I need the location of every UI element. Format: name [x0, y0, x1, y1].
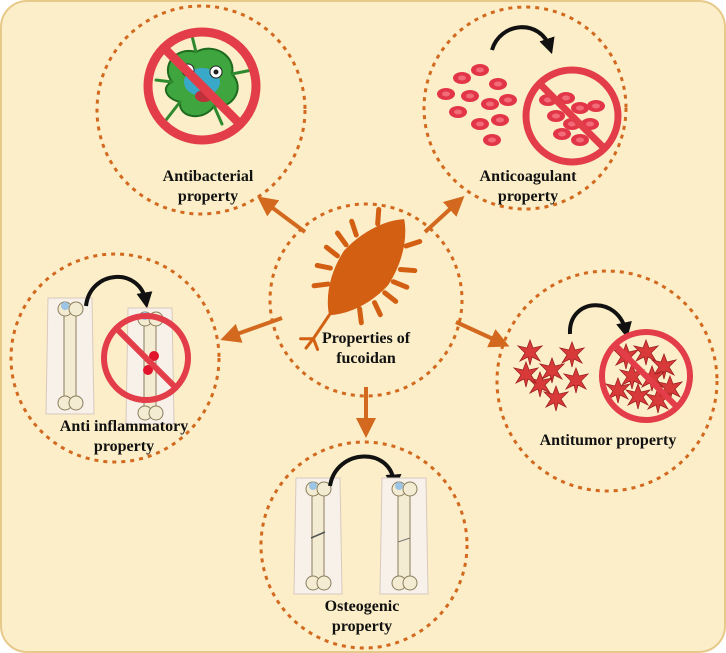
anticoagulant-label-line2: property: [498, 188, 558, 205]
prohibit-slash: [160, 44, 244, 128]
anticoagulant-label-line1: Anticoagulant: [480, 168, 578, 185]
curved-arrow-icon: [490, 25, 555, 55]
injured-bone-prohibited-icon: [45, 275, 191, 425]
anti-inflammatory-label-line1: Anti inflammatory: [60, 418, 188, 435]
antibacterial-circle: [95, 4, 307, 216]
antibacterial-label-line1: Antibacterial: [163, 168, 254, 185]
osteogenic-label-line2: property: [332, 618, 392, 635]
healed-bone-icon: [379, 477, 429, 595]
prohibit-circle: [143, 27, 261, 145]
leg-bone-icon: [45, 297, 95, 415]
antitumor-label: Antitumor property: [540, 432, 677, 449]
prohibit-slash: [537, 81, 607, 151]
anti-inflammatory-label-line2: property: [94, 438, 154, 455]
bacteria-prohibited-icon: [143, 27, 261, 145]
arrow-to-antibacterial: [257, 196, 307, 234]
osteogenic-circle: [259, 440, 469, 650]
anticoagulant-circle: [422, 5, 628, 211]
bone-healing-icon: [293, 454, 429, 595]
prohibit-circle: [599, 329, 693, 423]
prohibit-slash: [611, 341, 681, 411]
fractured-bone-icon: [293, 477, 343, 595]
center-label-line2: fucoidan: [336, 350, 396, 367]
prohibit-circle: [522, 66, 622, 166]
injured-bone-icon: [125, 307, 175, 425]
arrow-to-antitumor: [455, 320, 510, 348]
anti-inflammatory-circle: [9, 252, 221, 464]
dashed-circles: [9, 4, 719, 650]
blood-cells-prohibited-icon: [437, 25, 622, 166]
antitumor-circle: [495, 269, 719, 493]
osteogenic-label-line1: Osteogenic: [325, 598, 400, 615]
prohibit-slash: [113, 325, 179, 391]
curved-arrow-icon: [328, 454, 402, 491]
antibacterial-label-line2: property: [178, 188, 238, 205]
prohibit-circle: [101, 313, 191, 403]
arrow-to-anticoagulant: [423, 195, 465, 234]
curved-arrow-icon: [567, 303, 632, 339]
tumor-cells-prohibited-icon: [513, 303, 693, 423]
center-label-line1: Properties of: [322, 330, 411, 347]
curved-arrow-icon: [84, 275, 153, 309]
center-circle: [268, 202, 464, 398]
seaweed-icon: [299, 206, 423, 351]
